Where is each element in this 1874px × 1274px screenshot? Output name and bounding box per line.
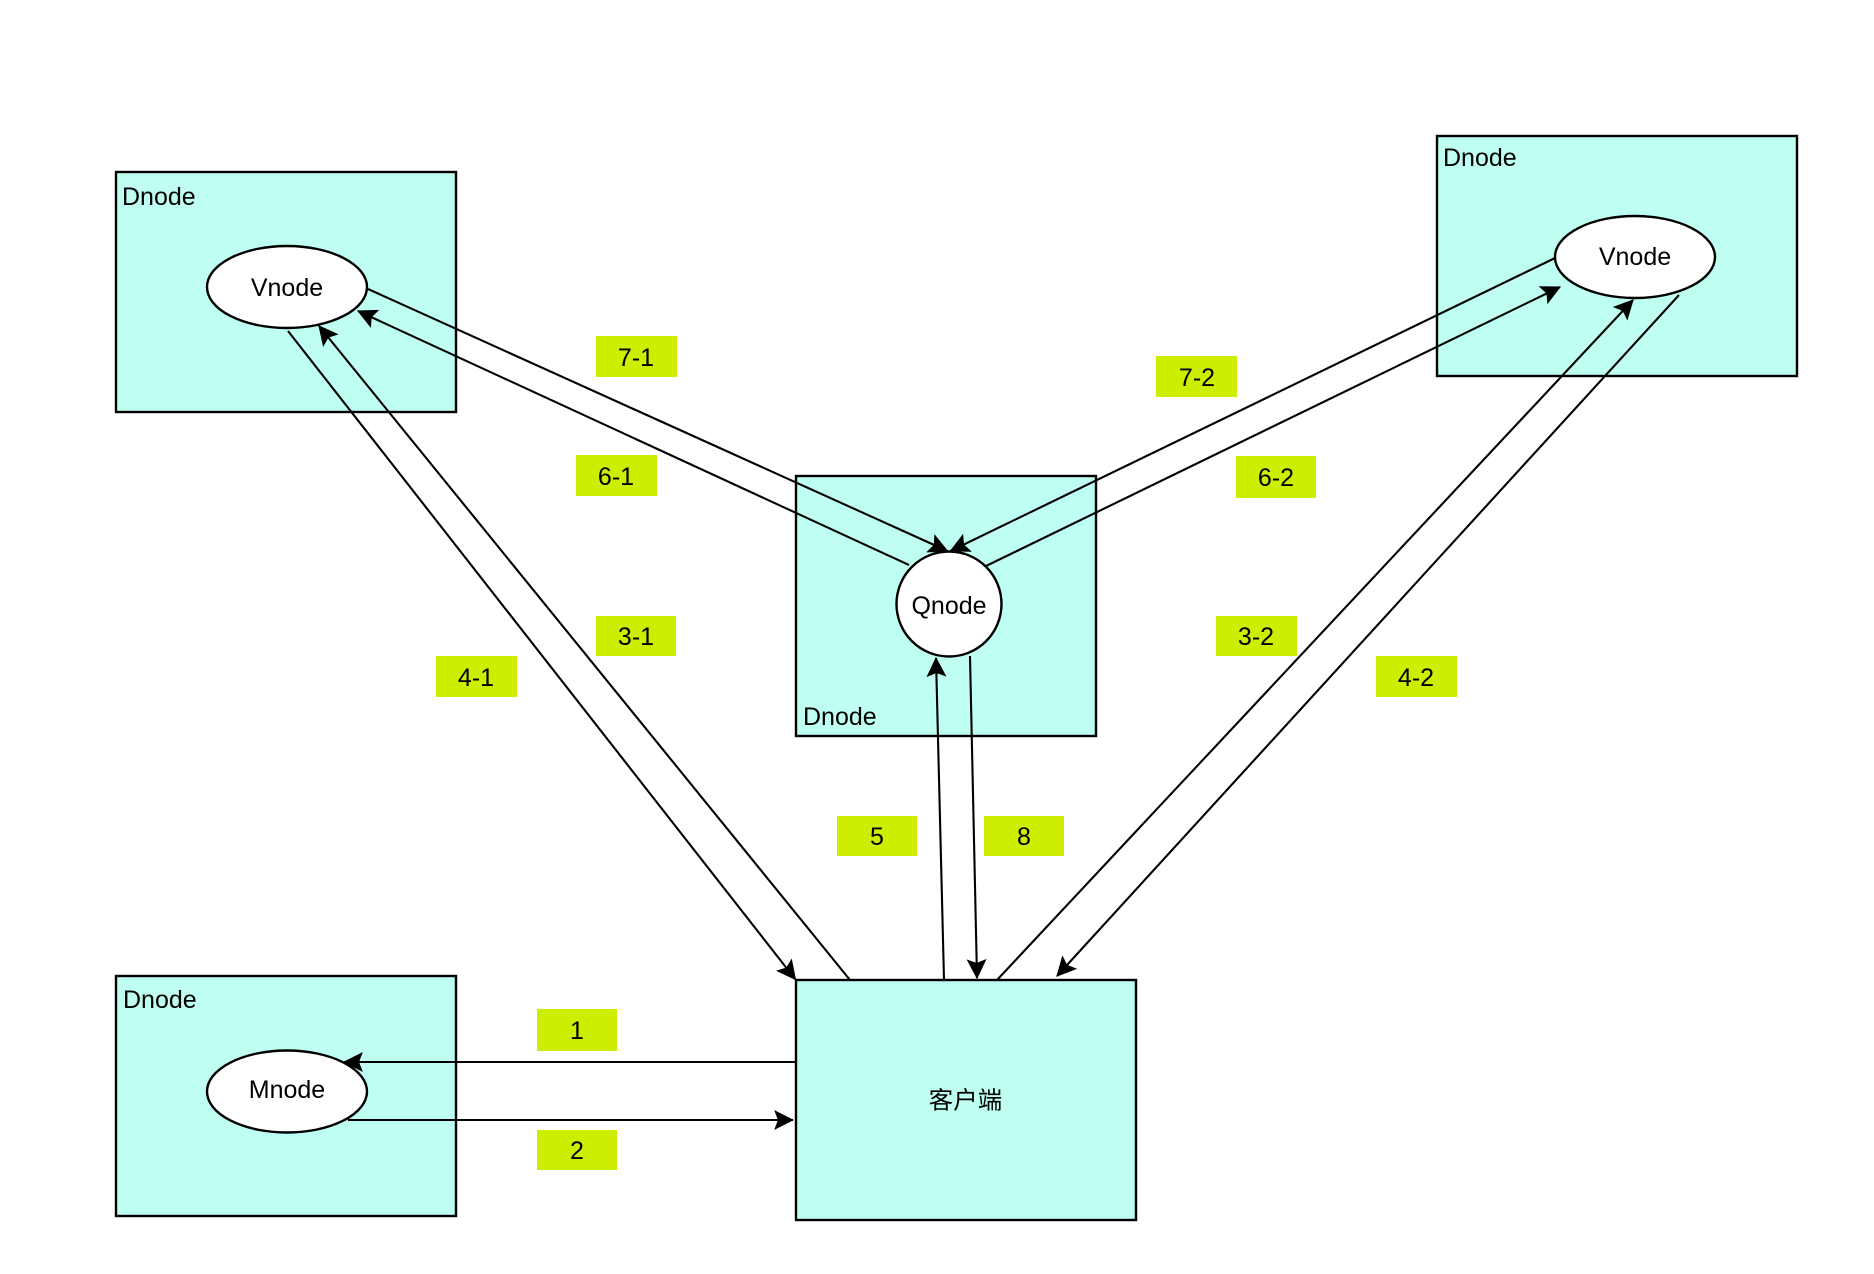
svg-text:6-2: 6-2: [1258, 464, 1294, 492]
svg-text:3-2: 3-2: [1238, 623, 1274, 651]
svg-text:3-1: 3-1: [618, 623, 654, 651]
svg-text:1: 1: [570, 1017, 584, 1045]
svg-text:2: 2: [570, 1137, 584, 1165]
svg-text:Mnode: Mnode: [249, 1076, 325, 1104]
svg-text:Vnode: Vnode: [251, 274, 323, 302]
svg-text:7-2: 7-2: [1179, 364, 1215, 392]
svg-text:Qnode: Qnode: [911, 592, 986, 620]
svg-text:Dnode: Dnode: [122, 183, 196, 211]
svg-text:8: 8: [1017, 823, 1031, 851]
svg-text:Dnode: Dnode: [803, 703, 877, 731]
svg-text:4-2: 4-2: [1398, 664, 1434, 692]
svg-text:Dnode: Dnode: [1443, 144, 1517, 172]
svg-text:7-1: 7-1: [618, 344, 654, 372]
svg-text:Vnode: Vnode: [1599, 243, 1671, 271]
svg-text:5: 5: [870, 823, 884, 851]
svg-text:6-1: 6-1: [598, 463, 634, 491]
svg-text:4-1: 4-1: [458, 664, 494, 692]
svg-text:Dnode: Dnode: [123, 986, 197, 1014]
